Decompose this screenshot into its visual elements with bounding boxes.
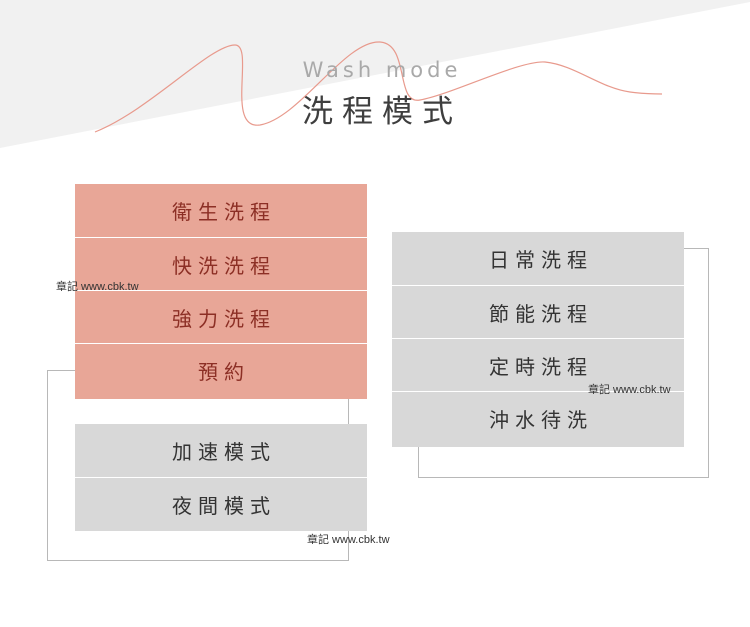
option-night-mode[interactable]: 夜間模式 xyxy=(75,477,367,530)
watermark-text: 章記 www.cbk.tw xyxy=(307,534,390,546)
panel-wash-programs: 衛生洗程 快洗洗程 強力洗程 預約 xyxy=(75,184,367,399)
option-speed-mode[interactable]: 加速模式 xyxy=(75,424,367,477)
panel-modes: 加速模式 夜間模式 xyxy=(75,424,367,531)
page-title: 洗程模式 xyxy=(302,94,462,130)
option-delay-start[interactable]: 預約 xyxy=(75,343,367,396)
panel-daily-programs: 日常洗程 節能洗程 定時洗程 沖水待洗 xyxy=(392,232,684,447)
option-quick-wash[interactable]: 快洗洗程 xyxy=(75,237,367,290)
option-daily-wash[interactable]: 日常洗程 xyxy=(392,232,684,285)
option-timer-wash[interactable]: 定時洗程 xyxy=(392,338,684,391)
subtitle-english: Wash mode xyxy=(302,58,462,82)
watermark-text: 章記 www.cbk.tw xyxy=(56,281,139,293)
option-eco-wash[interactable]: 節能洗程 xyxy=(392,285,684,338)
option-heavy-wash[interactable]: 強力洗程 xyxy=(75,290,367,343)
option-hygiene-wash[interactable]: 衛生洗程 xyxy=(75,184,367,237)
option-rinse-hold[interactable]: 沖水待洗 xyxy=(392,391,684,444)
watermark-text: 章記 www.cbk.tw xyxy=(588,384,671,396)
